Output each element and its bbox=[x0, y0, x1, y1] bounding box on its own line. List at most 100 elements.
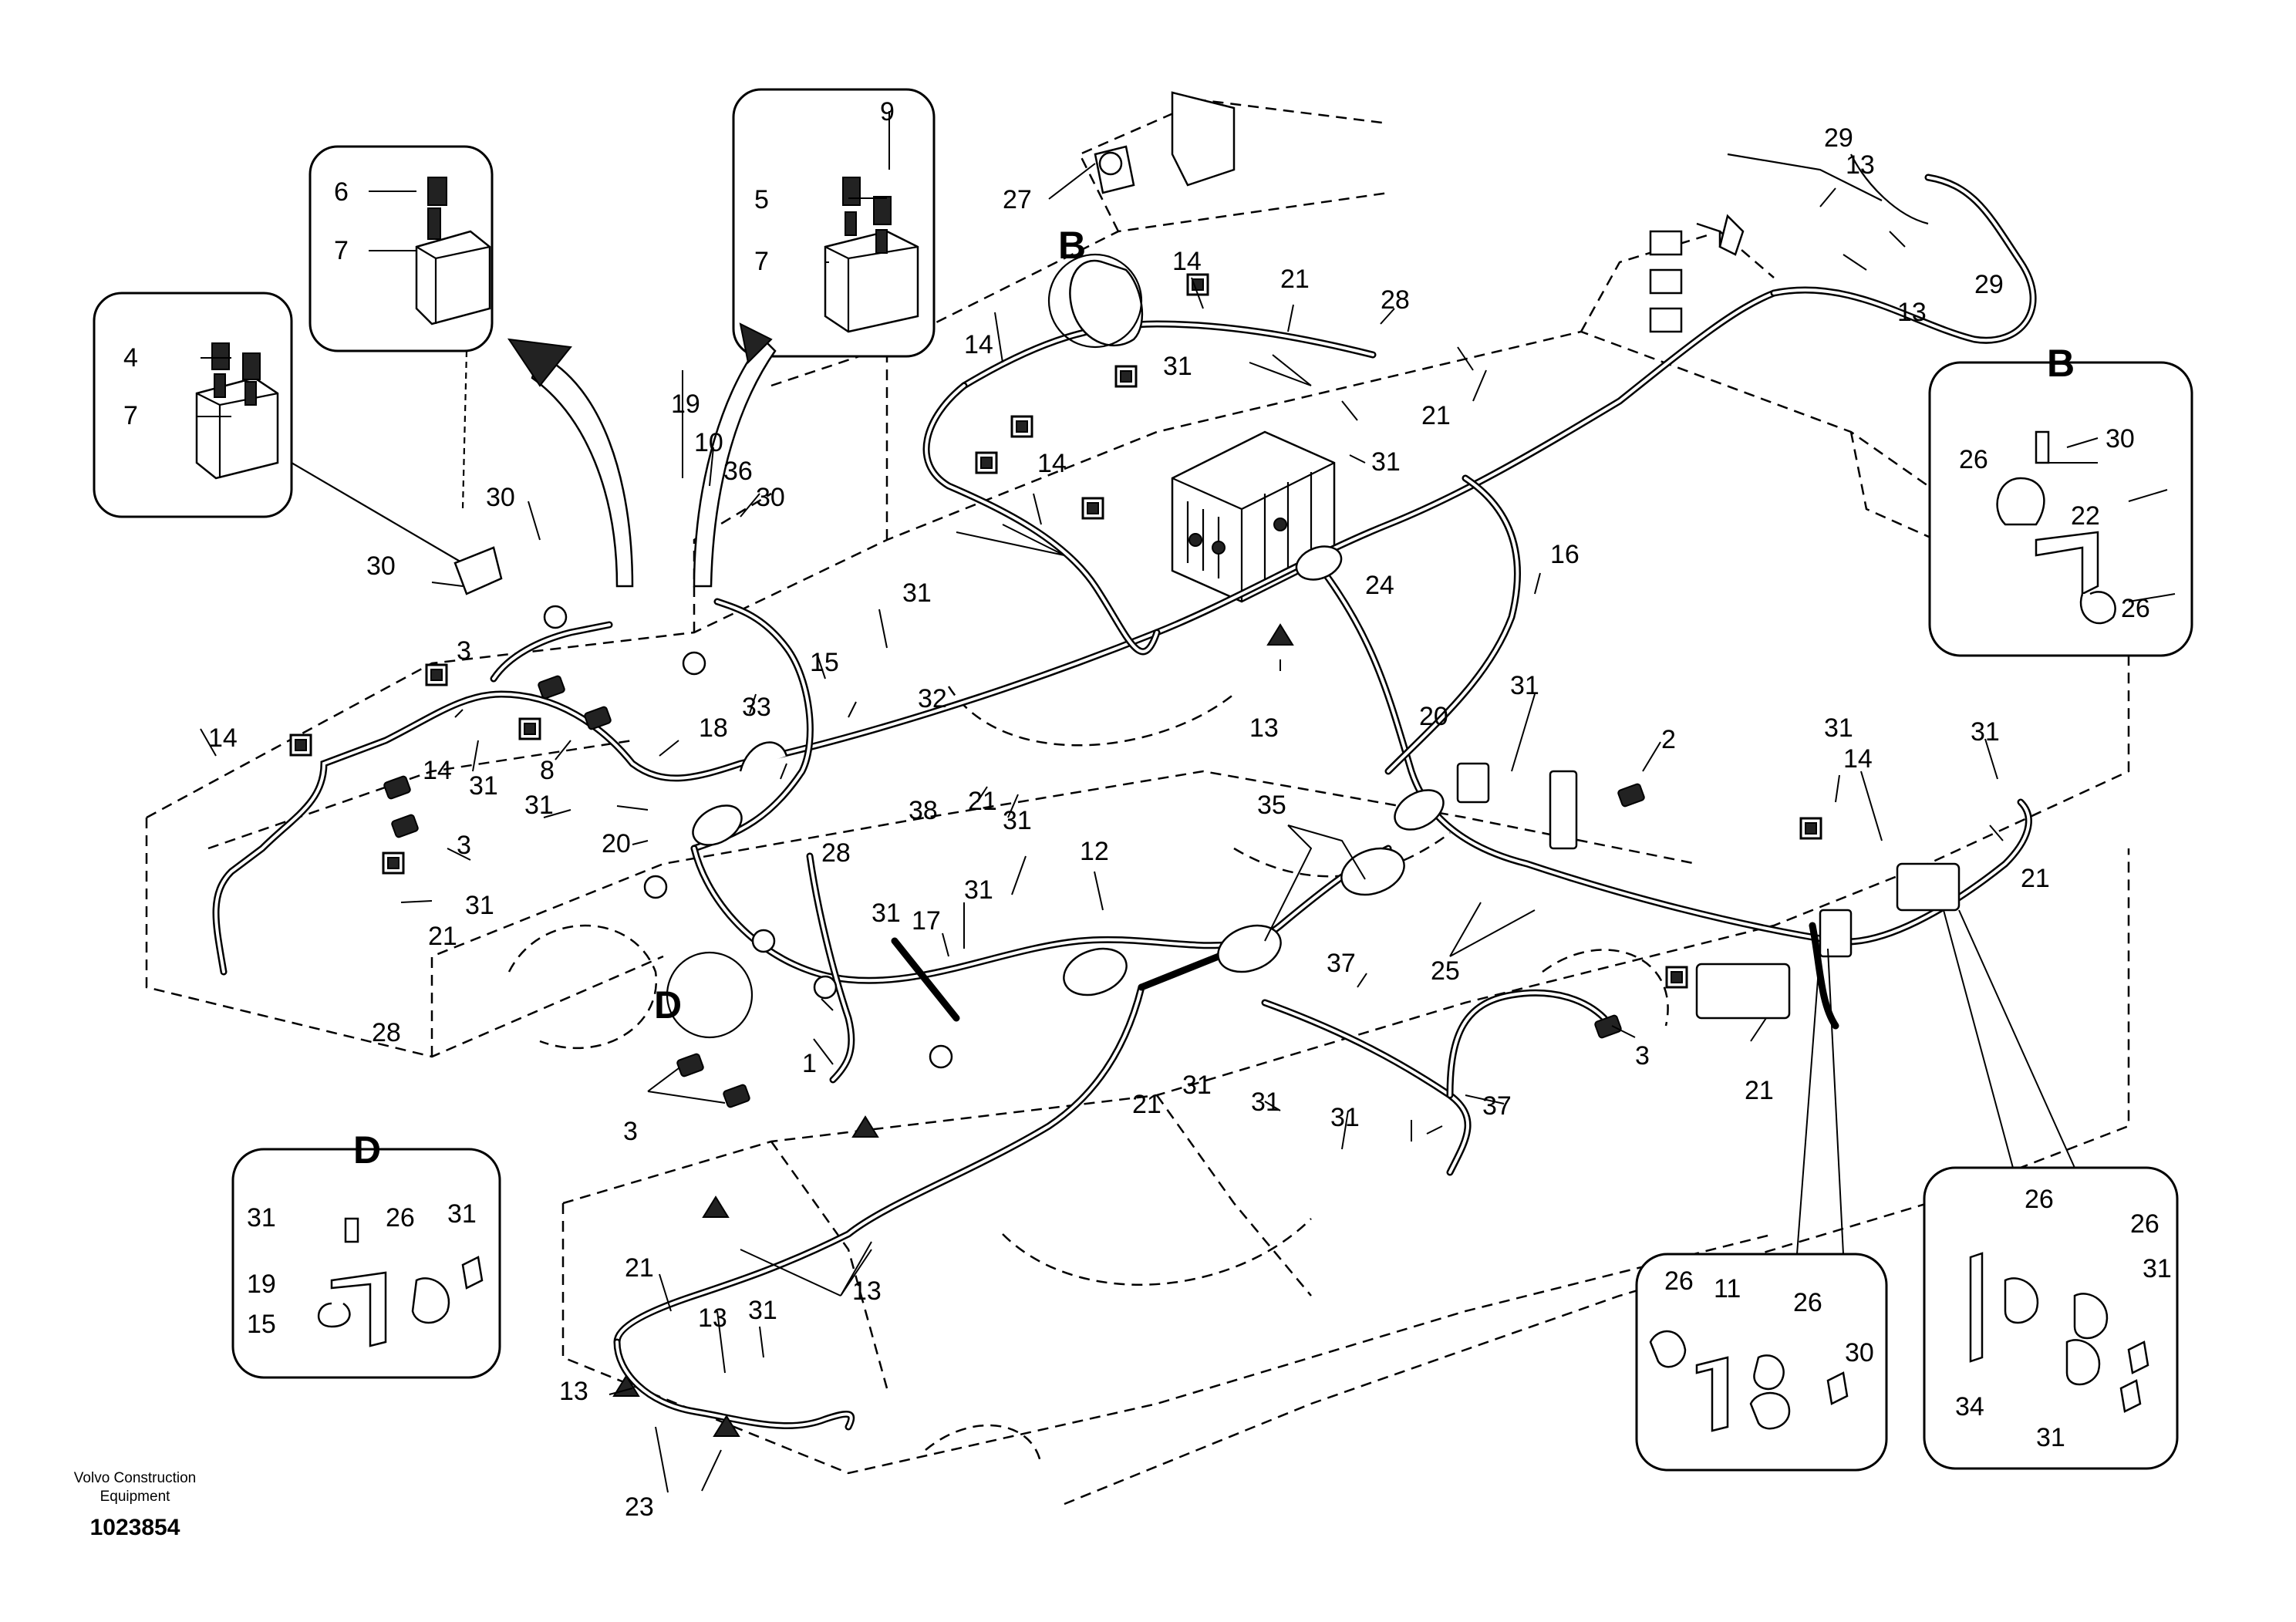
callout-26: 26 bbox=[2025, 1185, 2054, 1214]
detail-d-circle bbox=[666, 951, 754, 1039]
callout-31: 31 bbox=[1824, 713, 1853, 743]
callout-13: 13 bbox=[1897, 298, 1927, 327]
callout-18: 18 bbox=[699, 713, 728, 743]
callout-6: 6 bbox=[334, 177, 349, 207]
relay-detail-box-2 bbox=[93, 292, 293, 518]
callout-3: 3 bbox=[457, 636, 471, 666]
callout-38: 38 bbox=[909, 796, 938, 825]
callout-13: 13 bbox=[559, 1377, 588, 1406]
callout-28: 28 bbox=[821, 838, 851, 868]
callout-36: 36 bbox=[723, 457, 753, 486]
callout-30: 30 bbox=[486, 483, 515, 512]
detail-box-bracket-2 bbox=[1923, 909, 2179, 1470]
relay-detail-box-3 bbox=[732, 88, 936, 358]
callout-31: 31 bbox=[1182, 1071, 1212, 1100]
callout-4: 4 bbox=[123, 343, 138, 373]
callout-3: 3 bbox=[457, 831, 471, 860]
callout-26: 26 bbox=[386, 1203, 415, 1233]
callout-28: 28 bbox=[372, 1018, 401, 1047]
detail-box-b bbox=[1928, 361, 2193, 657]
callout-31: 31 bbox=[1251, 1088, 1280, 1117]
callout-22: 22 bbox=[2071, 501, 2100, 531]
callout-26: 26 bbox=[2130, 1209, 2159, 1239]
callout-35: 35 bbox=[1257, 791, 1286, 820]
detail-label-b-box: B bbox=[2047, 342, 2075, 385]
callout-20: 20 bbox=[1419, 702, 1448, 731]
callout-21: 21 bbox=[968, 787, 997, 816]
detail-box-d bbox=[231, 1148, 501, 1379]
callout-31: 31 bbox=[2143, 1254, 2172, 1283]
callout-31: 31 bbox=[748, 1296, 777, 1325]
callout-21: 21 bbox=[1421, 401, 1451, 430]
callout-23: 23 bbox=[625, 1492, 654, 1522]
detail-label-d-box: D bbox=[353, 1128, 381, 1172]
callout-31: 31 bbox=[1971, 717, 2000, 747]
callout-numbers: 6 7 4 7 9 5 7 27 29 13 29 13 14 21 28 14… bbox=[123, 97, 2172, 1522]
callout-30: 30 bbox=[2106, 424, 2135, 454]
callout-28: 28 bbox=[1381, 285, 1410, 315]
callout-33: 33 bbox=[742, 693, 771, 722]
callout-31: 31 bbox=[247, 1203, 276, 1233]
callout-26: 26 bbox=[1959, 445, 1988, 474]
callout-1: 1 bbox=[802, 1049, 817, 1078]
company-line-2: Equipment bbox=[99, 1489, 170, 1505]
callout-29: 29 bbox=[1974, 270, 2004, 299]
callout-15: 15 bbox=[247, 1310, 276, 1339]
callout-21: 21 bbox=[1745, 1076, 1774, 1105]
callout-14: 14 bbox=[964, 330, 993, 359]
callout-19: 19 bbox=[247, 1270, 276, 1299]
callout-21: 21 bbox=[2021, 864, 2050, 893]
callout-17: 17 bbox=[912, 906, 941, 936]
callout-24: 24 bbox=[1365, 571, 1394, 600]
callout-10: 10 bbox=[694, 428, 723, 457]
callout-37: 37 bbox=[1327, 949, 1356, 978]
callout-19: 19 bbox=[671, 389, 700, 419]
callout-26: 26 bbox=[1664, 1266, 1694, 1296]
callout-31: 31 bbox=[1371, 447, 1401, 477]
callout-7: 7 bbox=[123, 401, 138, 430]
callout-2: 2 bbox=[1661, 725, 1676, 754]
callout-15: 15 bbox=[810, 648, 839, 677]
callout-3: 3 bbox=[1635, 1041, 1650, 1071]
detail-box-bracket bbox=[1635, 948, 1888, 1472]
callout-3: 3 bbox=[623, 1117, 638, 1146]
callout-9: 9 bbox=[880, 97, 895, 126]
callout-30: 30 bbox=[756, 483, 785, 512]
callout-leaders bbox=[197, 111, 2176, 1493]
callout-21: 21 bbox=[1280, 265, 1310, 294]
callout-12: 12 bbox=[1080, 837, 1109, 866]
callout-14: 14 bbox=[1037, 449, 1067, 478]
callout-16: 16 bbox=[1550, 540, 1580, 569]
callout-21: 21 bbox=[1132, 1090, 1161, 1119]
callout-13: 13 bbox=[1846, 150, 1875, 180]
callout-27: 27 bbox=[1003, 185, 1032, 214]
callout-31: 31 bbox=[872, 899, 901, 928]
callout-14: 14 bbox=[423, 756, 452, 785]
callout-31: 31 bbox=[524, 791, 554, 820]
relay-detail-box-1 bbox=[308, 145, 494, 352]
callout-11: 11 bbox=[1714, 1274, 1741, 1303]
control-valve-block bbox=[1171, 430, 1336, 603]
callout-31: 31 bbox=[447, 1199, 477, 1229]
detail-label-b-main: B bbox=[1058, 224, 1086, 267]
callout-5: 5 bbox=[754, 185, 769, 214]
document-number: 1023854 bbox=[89, 1515, 180, 1540]
callout-14: 14 bbox=[1172, 247, 1202, 276]
frame-outline bbox=[145, 99, 2130, 1506]
callout-31: 31 bbox=[2036, 1423, 2065, 1452]
callout-31: 31 bbox=[1510, 671, 1539, 700]
callout-13: 13 bbox=[852, 1276, 882, 1306]
company-line-1: Volvo Construction bbox=[73, 1470, 197, 1486]
callout-31: 31 bbox=[964, 875, 993, 905]
callout-14: 14 bbox=[208, 723, 238, 753]
callout-7: 7 bbox=[754, 247, 769, 276]
callout-25: 25 bbox=[1431, 956, 1460, 986]
callout-31: 31 bbox=[465, 891, 494, 920]
square-markers bbox=[289, 273, 1822, 989]
detail-label-d-main: D bbox=[654, 983, 682, 1027]
callout-14: 14 bbox=[1843, 744, 1873, 774]
callout-31: 31 bbox=[1003, 806, 1032, 835]
detail-b-circle bbox=[1047, 253, 1143, 349]
callout-31: 31 bbox=[902, 578, 932, 608]
